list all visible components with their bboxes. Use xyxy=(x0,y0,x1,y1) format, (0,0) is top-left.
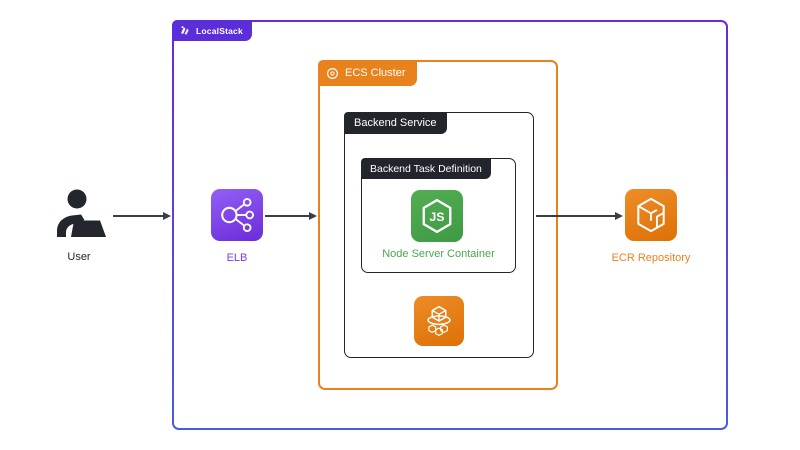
nodejs-icon: JS xyxy=(411,190,463,242)
localstack-tag: LocalStack xyxy=(172,20,252,41)
elb-label: ELB xyxy=(226,252,248,264)
arrow-user-to-localstack xyxy=(113,211,171,221)
backend-service-tag: Backend Service xyxy=(344,112,447,134)
ecs-cluster-boundary-box xyxy=(318,60,558,390)
node-server-container-label: Node Server Container xyxy=(382,248,495,260)
arrow-shaft xyxy=(113,215,163,217)
user-icon xyxy=(50,189,108,241)
arrow-elb-to-ecs-cluster xyxy=(265,211,317,221)
backend-service-tag-label: Backend Service xyxy=(354,117,437,129)
localstack-tag-label: LocalStack xyxy=(196,25,243,36)
ecr-repository-label: ECR Repository xyxy=(611,252,691,264)
task-definition-tag: Backend Task Definition xyxy=(361,158,491,179)
ecs-service-icon xyxy=(414,296,464,346)
arrow-head xyxy=(163,211,171,220)
arrow-backend-service-to-ecr xyxy=(536,211,623,221)
ecr-repository-icon xyxy=(625,189,677,241)
arrow-shaft xyxy=(265,215,309,217)
elb-icon xyxy=(211,189,263,241)
localstack-logo-icon xyxy=(179,25,190,36)
svg-text:JS: JS xyxy=(429,210,444,224)
arrow-head xyxy=(309,211,317,220)
ecs-cluster-tag: ECS Cluster xyxy=(318,60,417,86)
ecs-cluster-tag-label: ECS Cluster xyxy=(345,67,406,79)
user-label: User xyxy=(67,251,91,263)
arrow-head xyxy=(615,211,623,220)
arrow-shaft xyxy=(536,215,615,217)
task-definition-tag-label: Backend Task Definition xyxy=(370,162,482,175)
ecs-cluster-icon xyxy=(326,67,339,80)
